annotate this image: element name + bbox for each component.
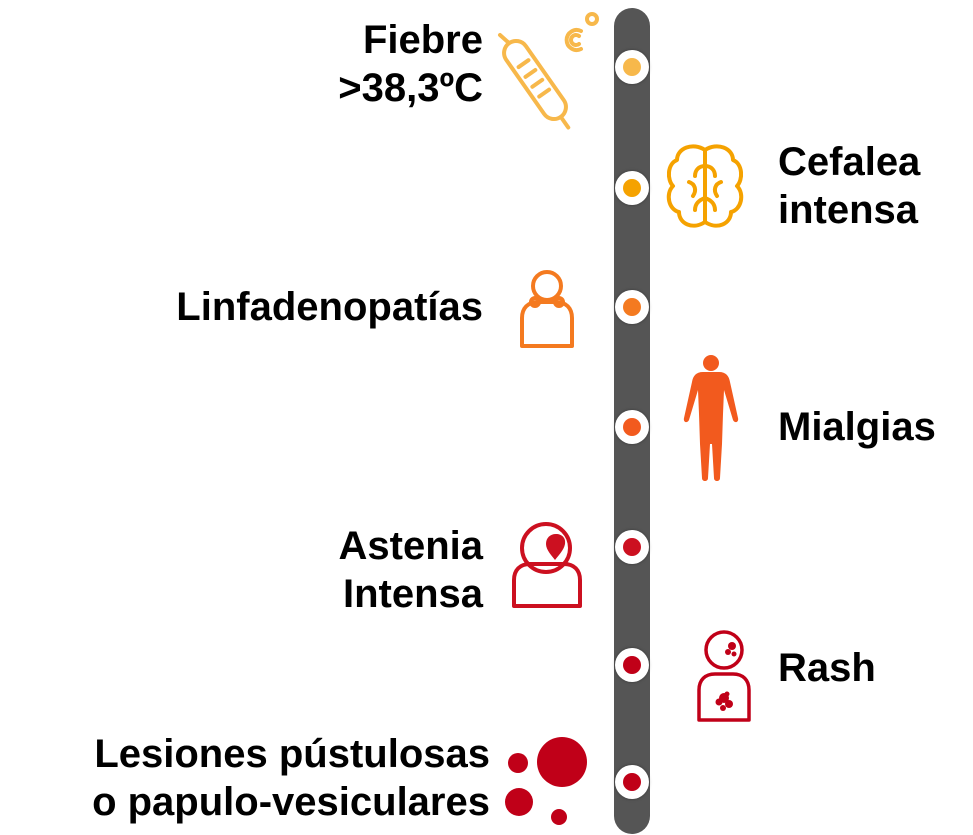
symptom-label-line: Cefalea [778,140,921,184]
symptom-label-lesiones: Lesiones pústulosas o papulo-vesiculares [92,730,490,826]
dot-core [623,298,641,316]
dot-core [623,656,641,674]
timeline-dot-rash [615,648,649,682]
symptom-label-line: o papulo-vesiculares [92,780,490,824]
symptom-label-line: Rash [778,646,876,690]
timeline-dot-mialgias [615,410,649,444]
person-rash-icon [693,628,755,729]
dot-core [623,773,641,791]
dot-core [623,58,641,76]
timeline-dot-lesiones [615,765,649,799]
pustule-dots-icon [500,735,595,835]
symptom-label-mialgias: Mialgias [778,403,936,451]
person-lymph-nodes-icon [518,268,576,355]
symptom-label-line: Lesiones pústulosas [94,732,490,776]
dot-core [623,538,641,556]
dot-core [623,418,641,436]
human-body-icon [682,352,740,487]
symptom-label-line: Mialgias [778,405,936,449]
timeline-dot-fiebre [615,50,649,84]
symptom-label-line: Linfadenopatías [176,285,483,329]
symptom-label-fiebre: Fiebre >38,3ºC [338,16,483,112]
person-fatigue-icon [508,518,588,615]
symptom-label-line: Intensa [342,572,483,616]
timeline-dot-linfadenopatias [615,290,649,324]
symptom-label-line: Fiebre [362,18,483,62]
thermometer-icon [495,5,605,135]
symptom-label-astenia: Astenia Intensa [339,522,484,618]
symptom-label-linfadenopatias: Linfadenopatías [176,283,483,331]
brain-icon [665,142,745,239]
dot-core [623,179,641,197]
timeline-dot-astenia [615,530,649,564]
symptom-label-line: Astenia [338,524,484,568]
symptom-label-rash: Rash [778,644,876,692]
symptom-label-line: >38,3ºC [338,66,483,110]
symptom-label-cefalea: Cefalea intensa [778,138,920,234]
symptom-label-line: intensa [778,188,919,232]
timeline-dot-cefalea [615,171,649,205]
